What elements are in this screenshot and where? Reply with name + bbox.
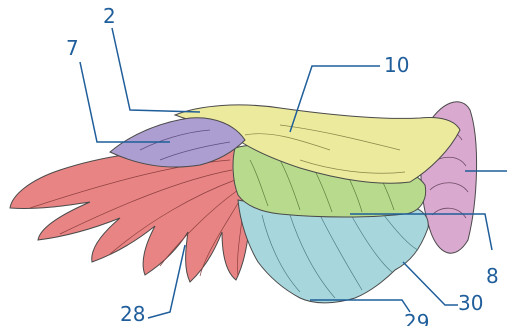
label-2: 2	[103, 6, 116, 26]
leader-2	[112, 28, 200, 112]
label-28: 28	[120, 304, 145, 324]
label-30: 30	[458, 293, 483, 313]
label-8: 8	[486, 266, 499, 286]
leader-30	[403, 262, 458, 305]
region-red-feathers	[10, 148, 250, 282]
label-7: 7	[66, 38, 79, 58]
label-10: 10	[384, 55, 409, 75]
label-29: 29	[404, 312, 429, 326]
